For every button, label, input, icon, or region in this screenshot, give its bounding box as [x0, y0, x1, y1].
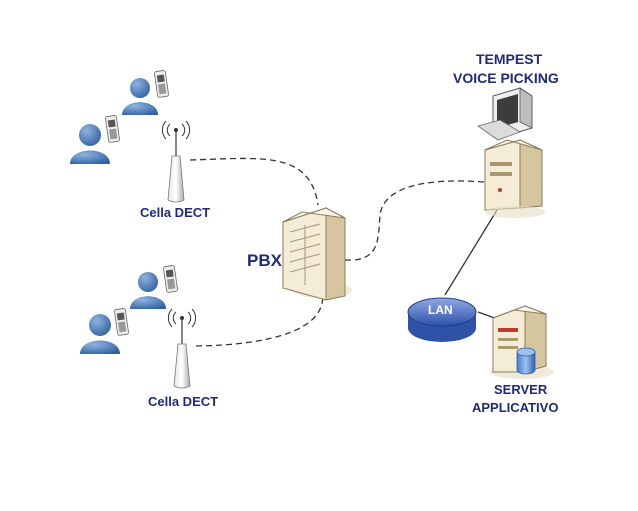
pbx-cabinet-icon	[282, 207, 352, 301]
tempest-label-line1: TEMPEST	[476, 51, 543, 67]
person-icon	[122, 78, 158, 115]
person-icon	[130, 272, 166, 309]
application-server-icon	[490, 305, 554, 379]
dect-handset-icon	[154, 70, 169, 98]
tempest-workstation-icon	[477, 87, 545, 218]
solid-link-tempest-lan	[444, 209, 498, 296]
dect-handset-icon	[114, 308, 129, 336]
lan-label: LAN	[428, 303, 453, 317]
tempest-label-line2: VOICE PICKING	[453, 70, 559, 86]
dashed-link-pbx-tempest	[344, 180, 485, 261]
person-icon	[80, 314, 120, 354]
dashed-link-cell-bottom-pbx	[195, 289, 324, 347]
dect-cell-antenna-icon	[167, 308, 197, 389]
dashed-link-cell-top-pbx	[189, 157, 319, 206]
server-label-line2: APPLICATIVO	[472, 400, 559, 415]
cell-dect-label-bottom: Cella DECT	[148, 394, 219, 409]
lan-hub-icon	[407, 297, 477, 342]
links	[189, 157, 501, 347]
dect-handset-icon	[163, 265, 178, 293]
person-icon	[70, 124, 110, 164]
cell-dect-label-top: Cella DECT	[140, 205, 211, 220]
dect-cell-antenna-icon	[161, 120, 191, 203]
server-label-line1: SERVER	[494, 382, 548, 397]
dect-handset-icon	[105, 115, 120, 143]
pbx-label: PBX	[247, 251, 282, 270]
